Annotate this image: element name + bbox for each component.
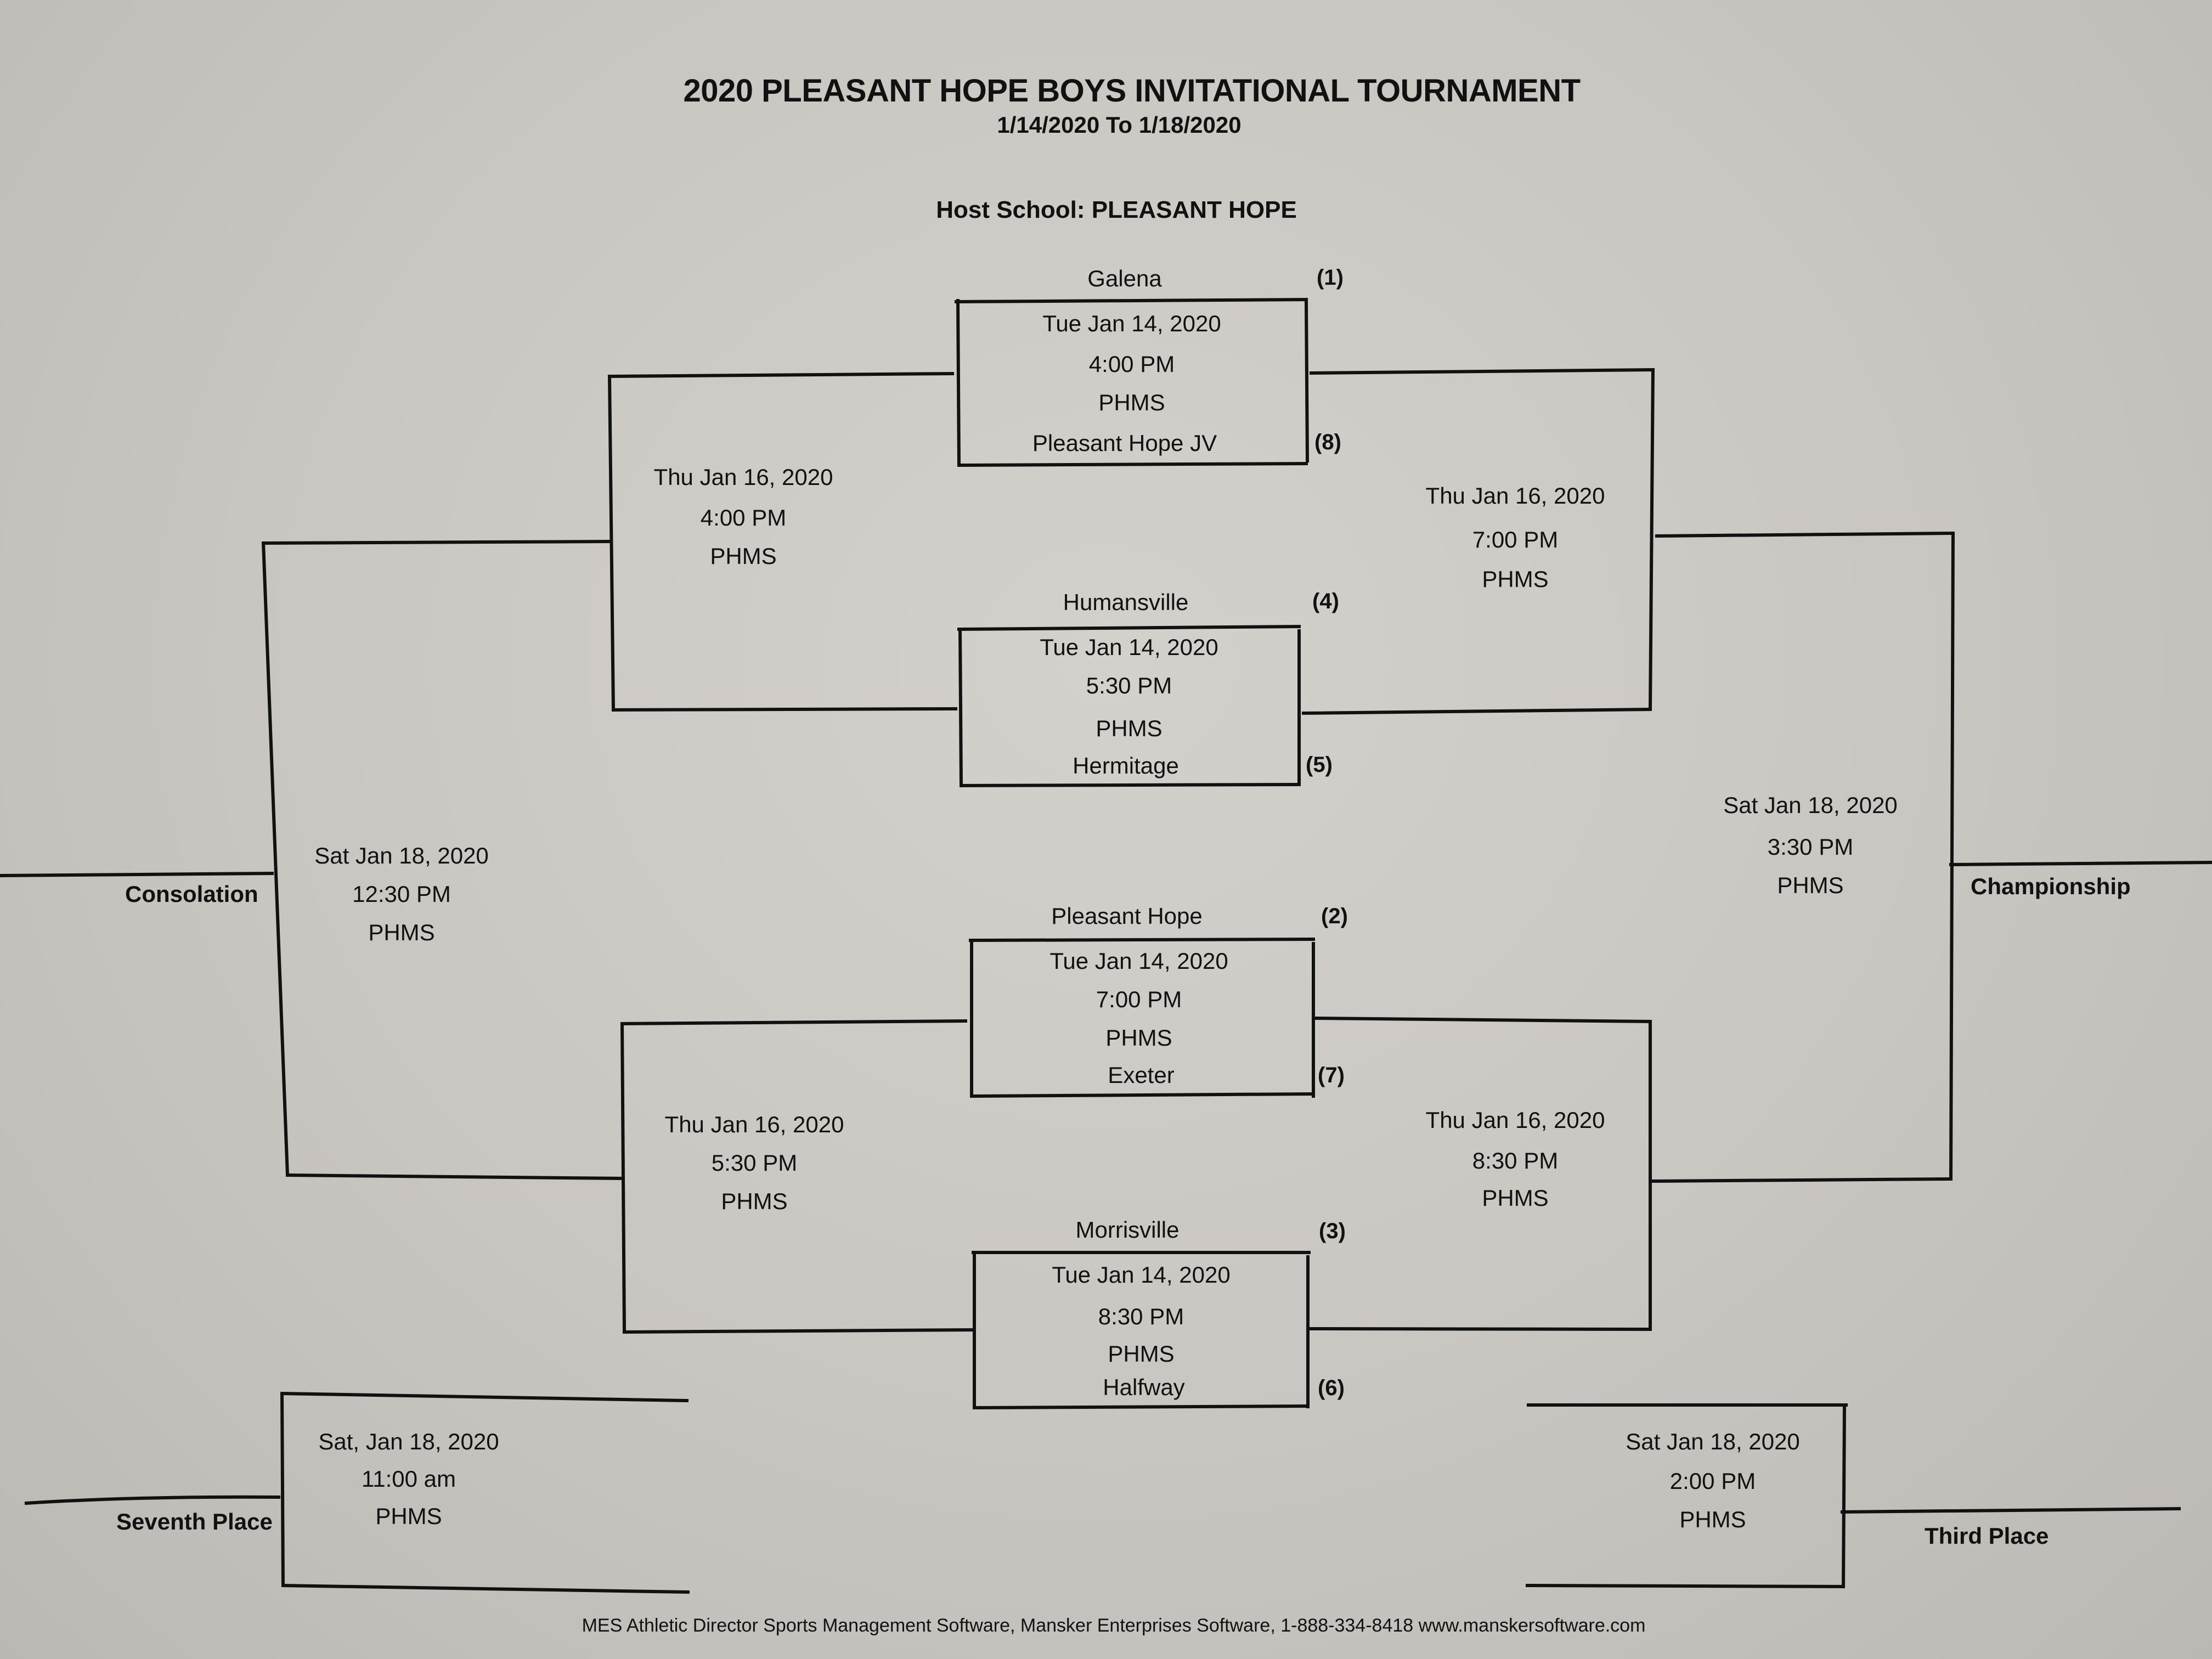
consolation-final-info: Sat Jan 18, 2020 12:30 PM PHMS <box>314 843 489 946</box>
consolation-label: Consolation <box>125 881 258 907</box>
game-time: 4:00 PM <box>700 505 787 531</box>
game-box-2 <box>957 624 1301 788</box>
third-place-bracket <box>1525 1403 2181 1589</box>
game-site: PHMS <box>721 1188 788 1214</box>
game-date: Thu Jan 16, 2020 <box>653 464 833 490</box>
footer-credit: MES Athletic Director Sports Management … <box>582 1615 1646 1636</box>
game-time: 12:30 PM <box>352 881 451 907</box>
game-date: Tue Jan 14, 2020 <box>1049 948 1228 974</box>
game-date: Thu Jan 16, 2020 <box>1425 483 1605 509</box>
game-time: 7:00 PM <box>1472 527 1559 552</box>
seed-label: (5) <box>1306 753 1333 777</box>
winner-semi-1-info: Thu Jan 16, 2020 7:00 PM PHMS <box>1426 483 1605 592</box>
third-place-label: Third Place <box>1925 1523 2049 1549</box>
game-site: PHMS <box>1482 1185 1549 1211</box>
game-info: Tue Jan 14, 2020 8:30 PM PHMS <box>1052 1262 1230 1367</box>
seed-label: (6) <box>1318 1376 1345 1400</box>
game-time: 8:30 PM <box>1472 1148 1559 1173</box>
seventh-place-info: Sat, Jan 18, 2020 11:00 am PHMS <box>318 1429 499 1530</box>
team-name: Galena <box>1087 266 1162 291</box>
game-time: 5:30 PM <box>1086 673 1172 698</box>
game-time: 5:30 PM <box>711 1150 798 1176</box>
game-info: Tue Jan 14, 2020 7:00 PM PHMS <box>1049 948 1228 1051</box>
game-time: 2:00 PM <box>1669 1468 1756 1494</box>
tournament-title: 2020 PLEASANT HOPE BOYS INVITATIONAL TOU… <box>683 73 1581 109</box>
team-name: Pleasant Hope JV <box>1032 430 1217 456</box>
game-time: 11:00 am <box>361 1466 456 1492</box>
winner-semi-2-info: Thu Jan 16, 2020 8:30 PM PHMS <box>1426 1107 1605 1211</box>
seed-label: (2) <box>1321 904 1348 928</box>
game-site: PHMS <box>1679 1506 1746 1532</box>
game-date: Sat Jan 18, 2020 <box>1723 792 1898 818</box>
team-name: Exeter <box>1108 1062 1175 1088</box>
seed-label: (8) <box>1314 430 1341 454</box>
game-time: 8:30 PM <box>1098 1304 1184 1329</box>
championship-bracket <box>1651 531 2212 1183</box>
winner-semi-2-bracket <box>1309 1016 1652 1331</box>
team-name: Halfway <box>1103 1374 1185 1400</box>
game-date: Sat Jan 18, 2020 <box>314 843 489 868</box>
seed-label: (3) <box>1319 1219 1346 1243</box>
game-date: Thu Jan 16, 2020 <box>1425 1107 1605 1133</box>
game-box-3 <box>968 937 1316 1098</box>
championship-info: Sat Jan 18, 2020 3:30 PM PHMS <box>1723 792 1898 899</box>
date-range: 1/14/2020 To 1/18/2020 <box>997 112 1242 138</box>
game-site: PHMS <box>1108 1341 1175 1367</box>
game-date: Tue Jan 14, 2020 <box>1040 634 1218 660</box>
team-name: Hermitage <box>1073 753 1179 778</box>
game-date: Tue Jan 14, 2020 <box>1042 311 1221 336</box>
seed-label: (1) <box>1317 266 1344 290</box>
game-date: Tue Jan 14, 2020 <box>1052 1262 1231 1288</box>
host-school: Host School: PLEASANT HOPE <box>936 196 1297 223</box>
game-info: Tue Jan 14, 2020 5:30 PM PHMS <box>1040 634 1218 742</box>
game-date: Sat, Jan 18, 2020 <box>318 1429 499 1454</box>
game-site: PHMS <box>1096 715 1163 741</box>
team-name: Morrisville <box>1075 1217 1180 1243</box>
team-name: Humansville <box>1063 589 1189 615</box>
seed-label: (4) <box>1312 589 1339 613</box>
consolation-semi-1-bracket <box>607 371 958 712</box>
game-site: PHMS <box>1777 872 1844 898</box>
consolation-semi-1-info: Thu Jan 16, 2020 4:00 PM PHMS <box>654 464 833 569</box>
game-site: PHMS <box>1482 566 1549 592</box>
game-time: 4:00 PM <box>1088 351 1175 377</box>
game-site: PHMS <box>710 543 777 569</box>
third-place-info: Sat Jan 18, 2020 2:00 PM PHMS <box>1626 1429 1800 1533</box>
winner-semi-1-bracket <box>1301 368 1655 715</box>
game-site: PHMS <box>1098 390 1165 415</box>
game-time: 3:30 PM <box>1767 834 1854 860</box>
consolation-final-bracket <box>0 539 624 1181</box>
seed-label: (7) <box>1318 1063 1345 1087</box>
game-time: 7:00 PM <box>1096 986 1182 1012</box>
team-name: Pleasant Hope <box>1051 903 1203 929</box>
championship-label: Championship <box>1971 873 2131 899</box>
seventh-place-label: Seventh Place <box>116 1509 273 1534</box>
game-site: PHMS <box>368 919 435 945</box>
game-info: Tue Jan 14, 2020 4:00 PM PHMS <box>1042 311 1221 416</box>
seventh-place-bracket <box>24 1391 690 1594</box>
game-box-1 <box>954 297 1310 467</box>
game-date: Sat Jan 18, 2020 <box>1626 1429 1800 1454</box>
consolation-semi-2-info: Thu Jan 16, 2020 5:30 PM PHMS <box>665 1111 844 1215</box>
game-date: Thu Jan 16, 2020 <box>664 1111 844 1137</box>
game-site: PHMS <box>375 1503 442 1529</box>
game-site: PHMS <box>1105 1025 1172 1051</box>
